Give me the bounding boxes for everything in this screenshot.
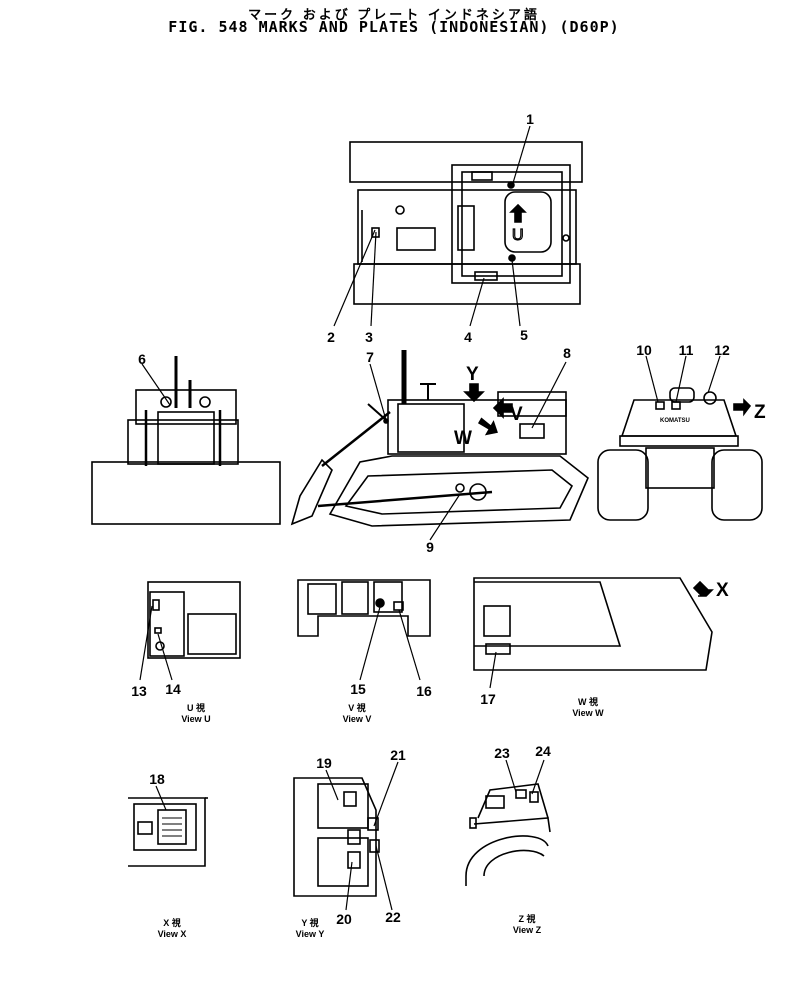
callout-20: 20	[336, 911, 352, 927]
callout-4: 4	[464, 329, 472, 345]
view-u-caption-jp: U 視	[187, 702, 205, 713]
callout-15: 15	[350, 681, 366, 697]
callout-6: 6	[138, 351, 146, 367]
view-y-caption: View Y	[296, 929, 325, 939]
callout-8: 8	[563, 345, 571, 361]
view-letter-v: V	[510, 404, 523, 425]
top-view-leaders	[333, 125, 531, 327]
view-direction-letters: Y V W Z X	[454, 364, 766, 601]
rear-view-drawing: KOMATSU	[597, 387, 763, 521]
callout-18: 18	[149, 771, 165, 787]
callout-16: 16	[416, 683, 432, 699]
leader-18	[155, 785, 167, 811]
view-z-drawing	[465, 783, 551, 886]
callout-5: 5	[520, 327, 528, 343]
callout-19: 19	[316, 755, 332, 771]
callout-1: 1	[526, 111, 534, 127]
callout-21: 21	[390, 747, 406, 763]
view-letter-u-inner: U	[512, 227, 524, 244]
leader-17	[489, 651, 497, 689]
view-u-caption: View U	[181, 714, 210, 724]
view-v-drawing	[297, 579, 431, 637]
view-x-drawing	[128, 797, 208, 867]
view-v-leaders	[359, 606, 421, 681]
view-w-caption-jp: W 視	[578, 696, 598, 707]
view-v-caption: View V	[343, 714, 372, 724]
side-view-drawing	[290, 350, 589, 527]
view-y-drawing	[293, 777, 380, 897]
figure-title: FIG. 548 MARKS AND PLATES (INDONESIAN) (…	[168, 18, 620, 36]
callout-13: 13	[131, 683, 147, 699]
view-x-caption-jp: X 視	[163, 917, 181, 928]
view-z-caption: View Z	[513, 925, 542, 935]
view-u-drawing	[147, 581, 241, 659]
view-y-leaders	[325, 761, 399, 911]
callout-3: 3	[365, 329, 373, 345]
top-view-drawing: U	[349, 141, 583, 305]
view-letter-y: Y	[466, 364, 479, 385]
side-view-leaders	[369, 361, 567, 541]
front-view-drawing	[91, 356, 281, 525]
view-letter-z: Z	[754, 402, 766, 423]
komatsu-plate-text: KOMATSU	[660, 418, 690, 424]
view-z-caption-jp: Z 視	[519, 913, 536, 924]
view-captions: U 視 View U V 視 View V W 視 View W X 視 Vie…	[158, 696, 605, 939]
rear-view-leaders	[645, 355, 721, 403]
view-z-leaders	[505, 759, 545, 795]
title-japanese: マーク および プレート インドネシア語	[248, 7, 540, 22]
view-letter-x: X	[716, 580, 729, 601]
view-w-caption: View W	[572, 708, 604, 718]
view-w-drawing	[473, 577, 714, 671]
callout-12: 12	[714, 342, 730, 358]
view-letter-w: W	[454, 428, 472, 449]
view-y-caption-jp: Y 視	[301, 917, 318, 928]
callout-2: 2	[327, 329, 335, 345]
callout-17: 17	[480, 691, 496, 707]
view-x-caption: View X	[158, 929, 187, 939]
callout-23: 23	[494, 745, 510, 761]
callout-22: 22	[385, 909, 401, 925]
view-v-caption-jp: V 視	[348, 702, 366, 713]
callout-14: 14	[165, 681, 181, 697]
callout-10: 10	[636, 342, 652, 358]
callout-numbers: 1 2 3 4 5 6 7 8 9 10 11 12 13 14 15 16 1…	[131, 111, 730, 927]
callout-24: 24	[535, 743, 551, 759]
callout-9: 9	[426, 539, 434, 555]
leader-6	[141, 363, 171, 406]
callout-11: 11	[679, 342, 694, 358]
callout-7: 7	[366, 349, 374, 365]
view-u-leaders	[139, 605, 173, 681]
